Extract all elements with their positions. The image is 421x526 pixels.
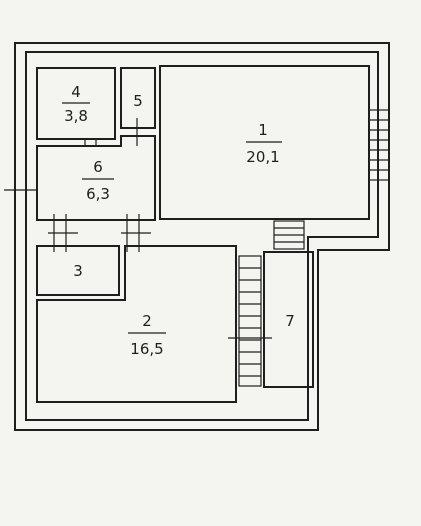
room-4-number: 4 <box>71 83 81 101</box>
entrance-west <box>4 178 37 202</box>
room-2-outline <box>36 245 237 403</box>
door-room-2 <box>121 214 151 252</box>
room-1-area: 20,1 <box>246 148 279 166</box>
stairs-east <box>228 255 272 387</box>
door-room-3 <box>48 214 78 252</box>
room-6-area: 6,3 <box>86 185 110 203</box>
window-east <box>368 109 390 181</box>
room-3-number: 3 <box>73 262 83 280</box>
room-6-outline <box>36 135 156 221</box>
room-1-number: 1 <box>258 121 268 139</box>
room-3-outline <box>36 245 120 296</box>
room-4-outline <box>36 67 116 140</box>
room-7-outline <box>263 251 314 388</box>
room-6-number: 6 <box>93 158 103 176</box>
room-5-number: 5 <box>133 92 143 110</box>
stairs-north <box>273 220 305 250</box>
room-2-number: 2 <box>142 312 152 330</box>
door-room-5 <box>124 118 150 146</box>
room-7-number: 7 <box>285 312 295 330</box>
room-4-area: 3,8 <box>64 107 88 125</box>
room-2-area: 16,5 <box>130 340 163 358</box>
door-room-4 <box>84 139 97 146</box>
inner-wall-outline <box>25 51 379 421</box>
